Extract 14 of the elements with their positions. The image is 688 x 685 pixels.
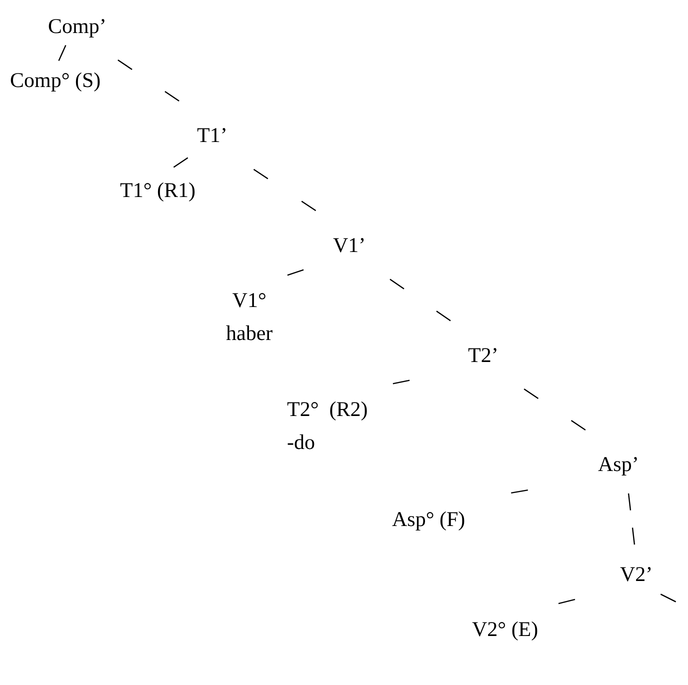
node-label: Comp’ (48, 14, 106, 38)
node-label: Asp° (F) (392, 507, 466, 531)
node-label: T1° (R1) (120, 178, 196, 202)
node-label: V2’ (620, 562, 653, 586)
node-label: haber (226, 321, 273, 345)
node-label: T2° (R2) (287, 397, 368, 421)
node-label: V2° (E) (472, 617, 538, 641)
node-label: Comp° (S) (10, 68, 101, 92)
node-label: V1° (232, 288, 266, 312)
node-label: V1’ (333, 233, 366, 257)
node-label: T1’ (197, 123, 228, 147)
node-label: T2’ (468, 343, 498, 367)
node-label: Asp’ (598, 452, 639, 476)
node-label: -do (287, 430, 315, 454)
